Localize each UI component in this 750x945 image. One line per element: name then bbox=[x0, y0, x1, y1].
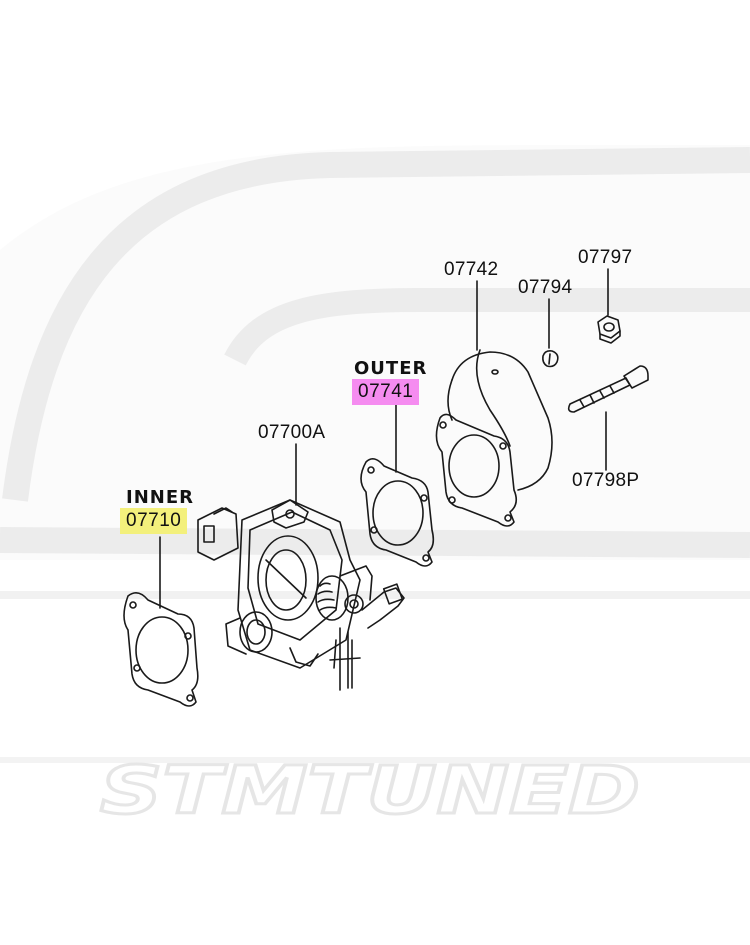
part-number-07794: 07794 bbox=[518, 277, 573, 298]
part-number-07798p: 07798P bbox=[572, 470, 640, 491]
part-number-07710: 07710 bbox=[120, 508, 188, 534]
inner-heading: INNER bbox=[126, 487, 194, 508]
inner-gasket bbox=[123, 592, 199, 707]
outer-heading: OUTER bbox=[354, 358, 428, 379]
part-number-07742: 07742 bbox=[444, 259, 499, 280]
throttle-body bbox=[197, 499, 405, 691]
hex-nut bbox=[597, 315, 621, 344]
outer-gasket bbox=[360, 458, 435, 567]
watermark-text: STMTUNED bbox=[100, 752, 640, 829]
part-number-07797: 07797 bbox=[578, 247, 633, 268]
part-number-07741: 07741 bbox=[352, 379, 420, 405]
lock-washer bbox=[542, 350, 559, 368]
bolt bbox=[567, 365, 649, 413]
part-number-07700a: 07700A bbox=[258, 422, 326, 443]
intake-elbow bbox=[435, 349, 553, 527]
